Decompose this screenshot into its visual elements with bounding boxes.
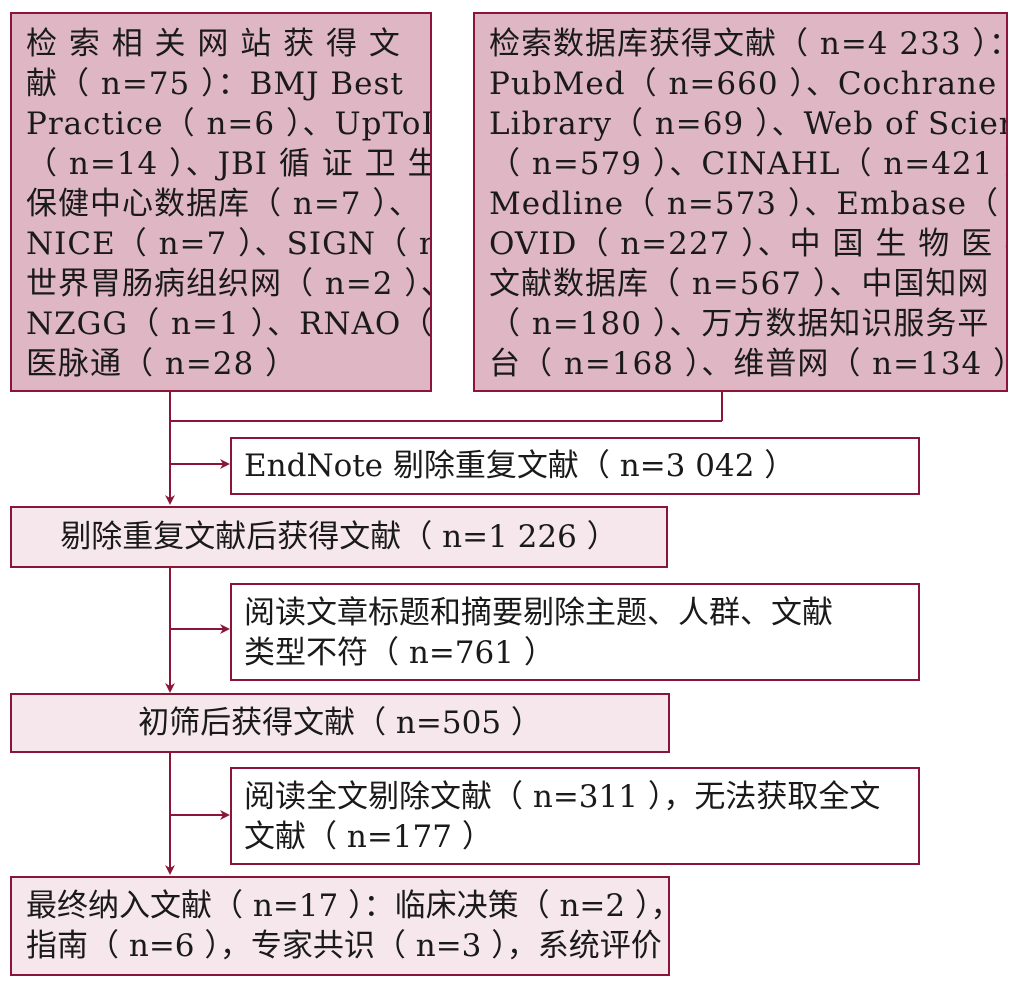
source-databases-box: 检索数据库获得文献（ n=4 233 ）： PubMed（ n=660 ）、Co… (473, 12, 1008, 392)
source-databases-line: （ n=579 ）、CINAHL（ n=421 ）、 (489, 146, 1008, 182)
after-dedup-box: 剔除重复文献后获得文献（ n=1 226 ） (10, 506, 668, 568)
exclude-fulltext-line: 阅读全文剔除文献（ n=311 ），无法获取全文 (244, 779, 881, 815)
source-websites-line: NICE（ n=7 ）、SIGN（ n=3 ）、 (26, 226, 430, 262)
source-websites-line: 献（ n=75 ）：BMJ Best (26, 66, 404, 102)
source-websites-line: NZGG（ n=1 ）、RNAO（ n=7 ）、 (26, 306, 432, 342)
after-screening-text: 初筛后获得文献（ n=505 ） (138, 705, 542, 741)
final-included-line: 最终纳入文献（ n=17 ）：临床决策（ n=2 ）， (26, 888, 670, 924)
source-databases-line: 检索数据库获得文献（ n=4 233 ）： (489, 26, 1008, 62)
exclude-duplicates-text: EndNote 剔除重复文献（ n=3 042 ） (244, 448, 796, 484)
exclude-title-abstract-line: 类型不符（ n=761 ） (244, 635, 555, 671)
after-dedup-text: 剔除重复文献后获得文献（ n=1 226 ） (60, 519, 618, 555)
source-websites-line: 检 索 相 关 网 站 获 得 文 (26, 26, 401, 62)
source-websites-line: （ n=14 ）、JBI 循 证 卫 生 (26, 146, 432, 182)
source-databases-line: 台（ n=168 ）、维普网（ n=134 ） (489, 346, 1008, 382)
exclude-fulltext-box: 阅读全文剔除文献（ n=311 ），无法获取全文 文献（ n=177 ） (230, 767, 920, 865)
source-websites-line: Practice（ n=6 ）、UpToDate (26, 106, 430, 142)
exclude-title-abstract-line: 阅读文章标题和摘要剔除主题、人群、文献 (244, 595, 833, 631)
source-websites-box: 检 索 相 关 网 站 获 得 文 献（ n=75 ）：BMJ Best Pra… (10, 12, 432, 392)
exclude-fulltext-line: 文献（ n=177 ） (244, 819, 493, 855)
source-databases-line: PubMed（ n=660 ）、Cochrane (489, 66, 998, 102)
source-websites-line: 世界胃肠病组织网（ n=2 ）、 (26, 266, 432, 302)
source-websites-line: 医脉通（ n=28 ） (26, 346, 298, 382)
final-included-box: 最终纳入文献（ n=17 ）：临床决策（ n=2 ）， 指南（ n=6 ），专家… (10, 876, 670, 976)
source-databases-line: Medline（ n=573 ）、Embase（ n=655 ）、 (489, 186, 1006, 222)
final-included-line: 指南（ n=6 ），专家共识（ n=3 ），系统评价（ n=6 ） (26, 928, 668, 964)
exclude-duplicates-box: EndNote 剔除重复文献（ n=3 042 ） (230, 437, 920, 495)
exclude-title-abstract-box: 阅读文章标题和摘要剔除主题、人群、文献 类型不符（ n=761 ） (230, 583, 920, 681)
after-screening-box: 初筛后获得文献（ n=505 ） (10, 693, 670, 753)
source-databases-line: 文献数据库（ n=567 ）、中国知网 (489, 266, 990, 302)
source-databases-line: （ n=180 ）、万方数据知识服务平 (489, 306, 990, 342)
source-databases-line: OVID（ n=227 ）、中 国 生 物 医 学 (489, 226, 1008, 262)
source-databases-line: Library（ n=69 ）、Web of Science (489, 106, 1008, 142)
source-websites-line: 保健中心数据库（ n=7 ）、 (26, 186, 421, 222)
